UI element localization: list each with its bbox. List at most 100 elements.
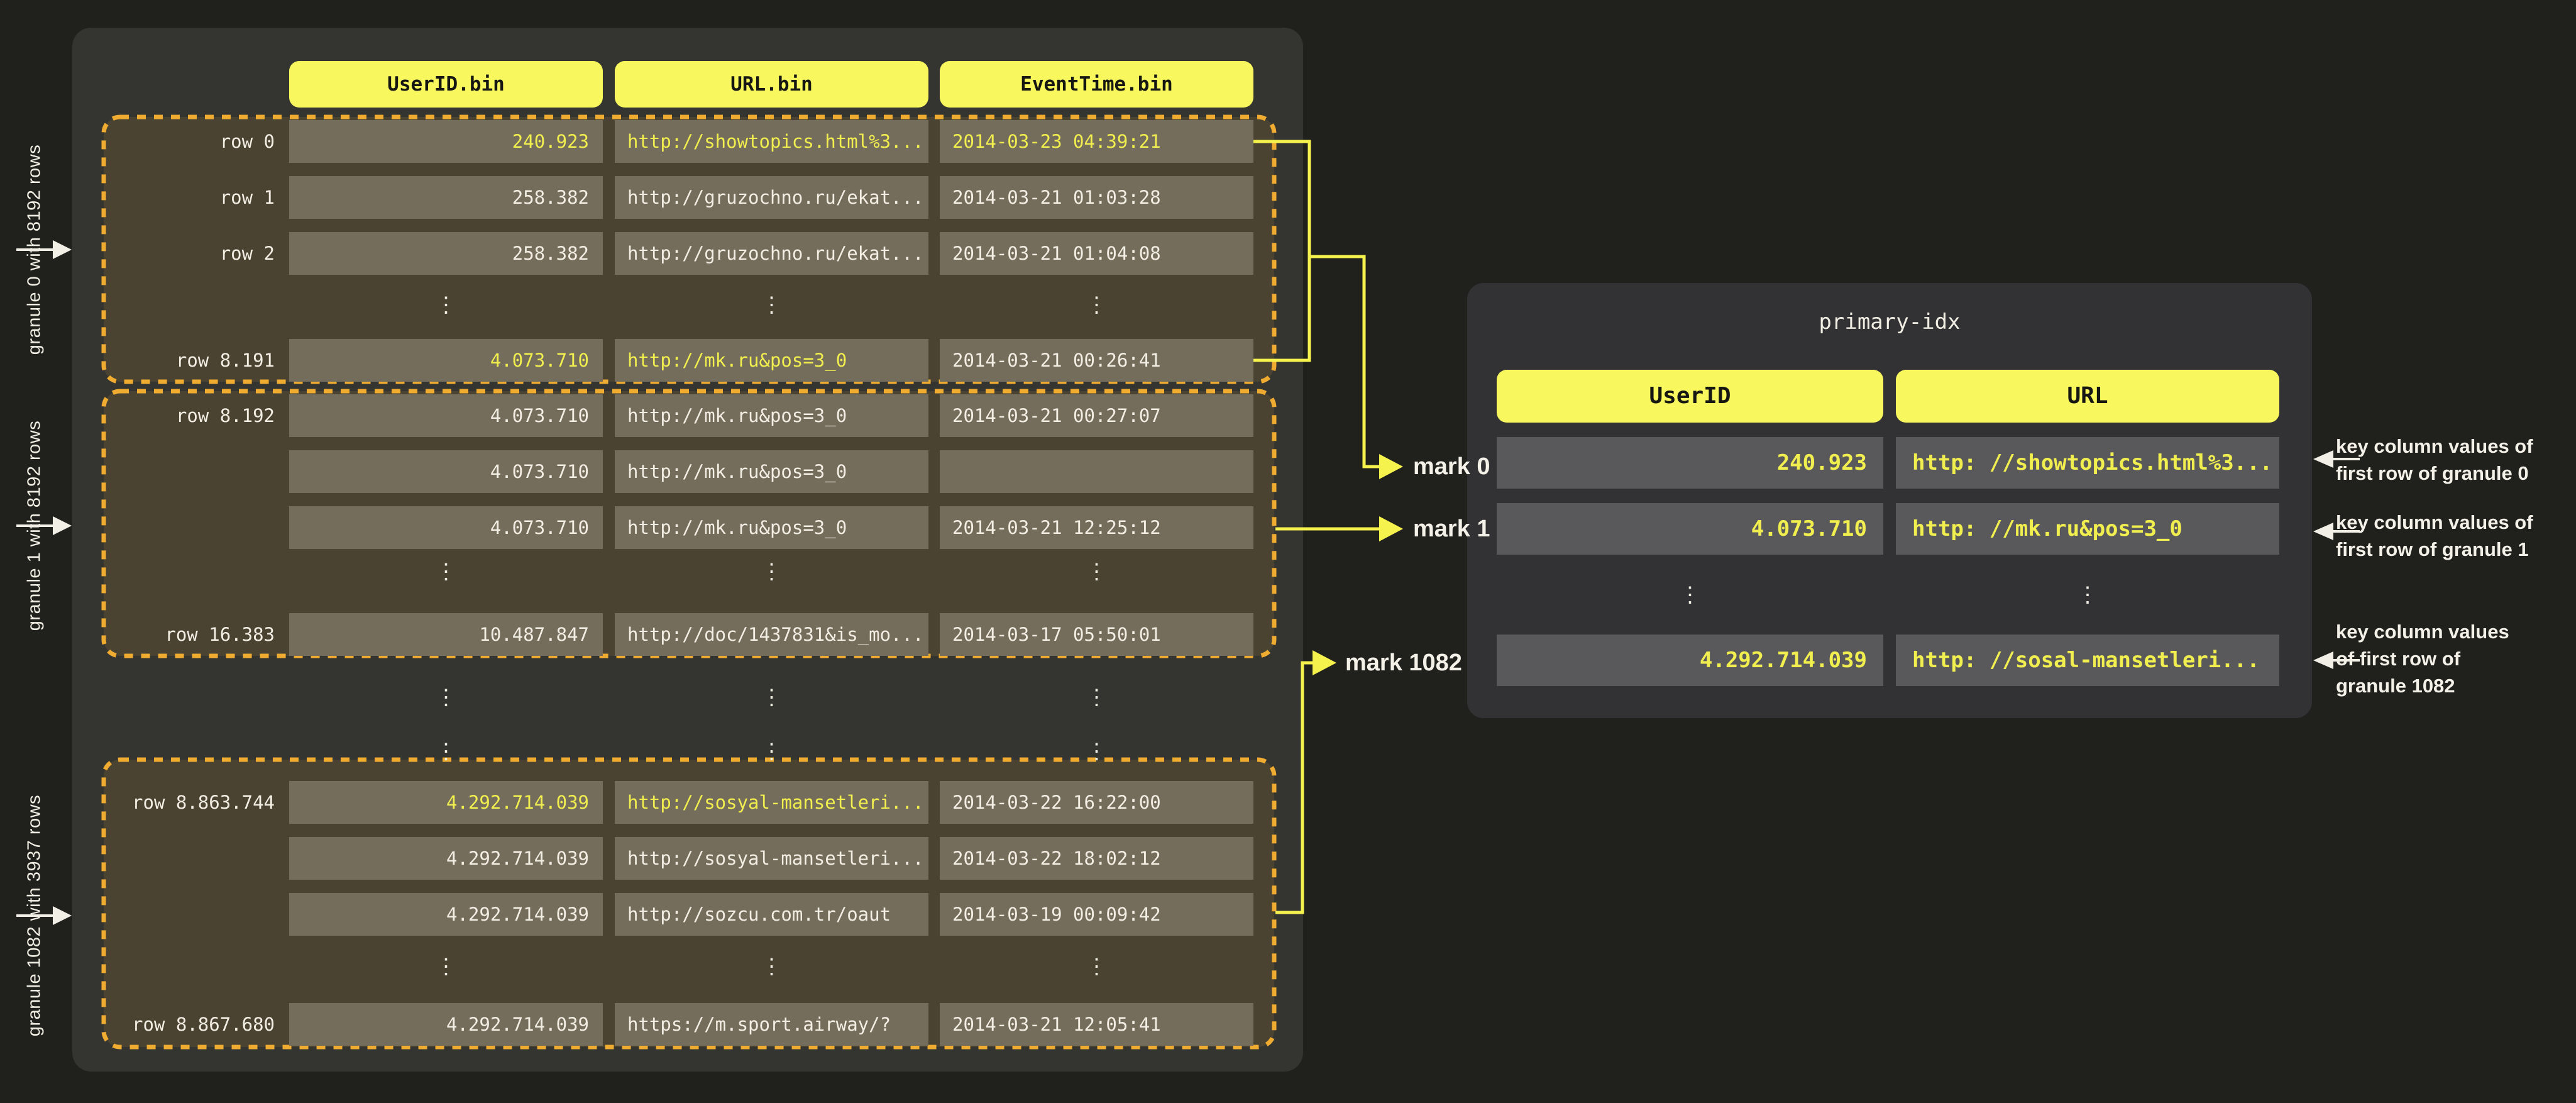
cell-url: http://mk.ru&pos=3_0 <box>615 506 928 549</box>
index-ellipsis-row: ⋮ ⋮ <box>1497 576 2279 614</box>
cell-eventtime: 2014-03-21 00:26:41 <box>940 339 1253 382</box>
cell-eventtime <box>940 450 1253 493</box>
cell-url: http://sosyal-mansetleri... <box>615 781 928 824</box>
row-label: row 8.192 <box>175 405 275 426</box>
index-cell-userid: 240.923 <box>1497 437 1883 489</box>
index-cell-url: http: //sosal-mansetleri... <box>1896 635 2279 686</box>
cell-eventtime: 2014-03-21 12:05:41 <box>940 1003 1253 1046</box>
mark-1082-label: mark 1082 <box>1345 650 1462 676</box>
row-label: row 0 <box>219 131 275 152</box>
cell-eventtime: 2014-03-21 12:25:12 <box>940 506 1253 549</box>
cell-userid: 4.073.710 <box>289 506 603 549</box>
cell-url: https://m.sport.airway/? <box>615 1003 928 1046</box>
cell-url: http://mk.ru&pos=3_0 <box>615 339 928 382</box>
cell-eventtime: 2014-03-22 18:02:12 <box>940 837 1253 880</box>
table-row: row 8.191 4.073.710 http://mk.ru&pos=3_0… <box>102 339 1253 382</box>
cell-eventtime: 2014-03-21 01:03:28 <box>940 176 1253 219</box>
row-label: row 1 <box>219 187 275 208</box>
cell-url: http://mk.ru&pos=3_0 <box>615 394 928 437</box>
header-eventtime-bin: EventTime.bin <box>940 61 1253 108</box>
annotation-line: key column values of <box>2336 511 2533 533</box>
ellipsis: ⋮ <box>761 685 783 710</box>
table-row: 4.292.714.039 http://sosyal-mansetleri..… <box>102 837 1253 880</box>
header-url-bin: URL.bin <box>615 61 928 108</box>
annotation-1-arrowhead <box>2313 523 2333 540</box>
cell-url: http://gruzochno.ru/ekat... <box>615 232 928 275</box>
ellipsis: ⋮ <box>1086 559 1108 584</box>
ellipsis: ⋮ <box>761 559 783 584</box>
cell-userid: 4.292.714.039 <box>289 1003 603 1046</box>
cell-userid: 4.073.710 <box>289 394 603 437</box>
cell-userid: 258.382 <box>289 176 603 219</box>
ellipsis: ⋮ <box>1086 954 1108 979</box>
cell-userid: 10.487.847 <box>289 613 603 656</box>
mark-1-arrowhead <box>1379 516 1403 541</box>
granule-1-side-label: granule 1 with 8192 rows <box>24 420 45 631</box>
index-cell-userid: 4.292.714.039 <box>1497 635 1883 686</box>
cell-userid: 258.382 <box>289 232 603 275</box>
cell-url: http://doc/1437831&is_mo... <box>615 613 928 656</box>
ellipsis: ⋮ <box>1086 292 1108 318</box>
table-row: row 0 240.923 http://showtopics.html%3..… <box>102 120 1253 163</box>
ellipsis: ⋮ <box>2077 582 2098 607</box>
cell-eventtime: 2014-03-19 00:09:42 <box>940 893 1253 936</box>
cell-eventtime: 2014-03-21 01:04:08 <box>940 232 1253 275</box>
row-label <box>102 837 286 880</box>
annotation-granule-0: key column values of first row of granul… <box>2336 433 2533 487</box>
table-row: row 8.863.744 4.292.714.039 http://sosya… <box>102 781 1253 824</box>
index-cell-userid: 4.073.710 <box>1497 503 1883 555</box>
cell-eventtime: 2014-03-21 00:27:07 <box>940 394 1253 437</box>
ellipsis: ⋮ <box>435 685 457 710</box>
ellipsis: ⋮ <box>435 954 457 979</box>
table-row: row 16.383 10.487.847 http://doc/1437831… <box>102 613 1253 656</box>
annotation-line: key column values <box>2336 621 2509 643</box>
mark-0-label: mark 0 <box>1413 453 1490 480</box>
ellipsis: ⋮ <box>761 954 783 979</box>
cell-userid: 4.292.714.039 <box>289 837 603 880</box>
header-userid-bin: UserID.bin <box>289 61 603 108</box>
cell-userid: 4.073.710 <box>289 339 603 382</box>
cell-url: http://showtopics.html%3... <box>615 120 928 163</box>
cell-url: http://sozcu.com.tr/oaut <box>615 893 928 936</box>
cell-userid: 4.292.714.039 <box>289 893 603 936</box>
annotation-2-arrowhead <box>2313 651 2333 669</box>
cell-url: http://mk.ru&pos=3_0 <box>615 450 928 493</box>
table-row: row 8.192 4.073.710 http://mk.ru&pos=3_0… <box>102 394 1253 437</box>
table-row: 4.073.710 http://mk.ru&pos=3_0 <box>102 450 1253 493</box>
ellipsis: ⋮ <box>435 739 457 764</box>
ellipsis: ⋮ <box>761 739 783 764</box>
annotation-line: first row of granule 0 <box>2336 462 2529 484</box>
annotation-granule-1: key column values of first row of granul… <box>2336 509 2533 563</box>
row-label: row 2 <box>219 243 275 264</box>
ellipsis: ⋮ <box>761 292 783 318</box>
index-cell-url: http: //showtopics.html%3... <box>1896 437 2279 489</box>
ellipsis: ⋮ <box>435 292 457 318</box>
row-label: row 8.191 <box>175 350 275 371</box>
table-row: 4.292.714.039 http://sozcu.com.tr/oaut 2… <box>102 893 1253 936</box>
index-row: 4.073.710 http: //mk.ru&pos=3_0 <box>1497 503 2279 555</box>
granule-1082-arrowhead <box>53 906 72 925</box>
mark-1082-arrowhead <box>1313 650 1336 675</box>
cell-userid: 4.073.710 <box>289 450 603 493</box>
ellipsis-row: ⋮ ⋮ ⋮ <box>102 730 1253 773</box>
cell-userid: 240.923 <box>289 120 603 163</box>
cell-eventtime: 2014-03-17 05:50:01 <box>940 613 1253 656</box>
ellipsis: ⋮ <box>1086 685 1108 710</box>
cell-eventtime: 2014-03-22 16:22:00 <box>940 781 1253 824</box>
table-row: row 8.867.680 4.292.714.039 https://m.sp… <box>102 1003 1253 1046</box>
table-row: row 2 258.382 http://gruzochno.ru/ekat..… <box>102 232 1253 275</box>
cell-url: http://sosyal-mansetleri... <box>615 837 928 880</box>
annotation-line: first row of granule 1 <box>2336 538 2529 560</box>
annotation-0-arrowhead <box>2313 450 2333 468</box>
cell-url: http://gruzochno.ru/ekat... <box>615 176 928 219</box>
primary-index-title: primary-idx <box>1819 309 1961 335</box>
annotation-line: granule 1082 <box>2336 675 2455 697</box>
row-label: row 8.867.680 <box>132 1014 275 1035</box>
row-label <box>102 506 286 549</box>
ellipsis-row: ⋮ ⋮ ⋮ <box>102 284 1253 326</box>
ellipsis: ⋮ <box>1086 739 1108 764</box>
mark-1-label: mark 1 <box>1413 516 1490 542</box>
annotation-granule-1082: key column values of first row of granul… <box>2336 618 2509 699</box>
ellipsis-row: ⋮ ⋮ ⋮ <box>102 550 1253 593</box>
